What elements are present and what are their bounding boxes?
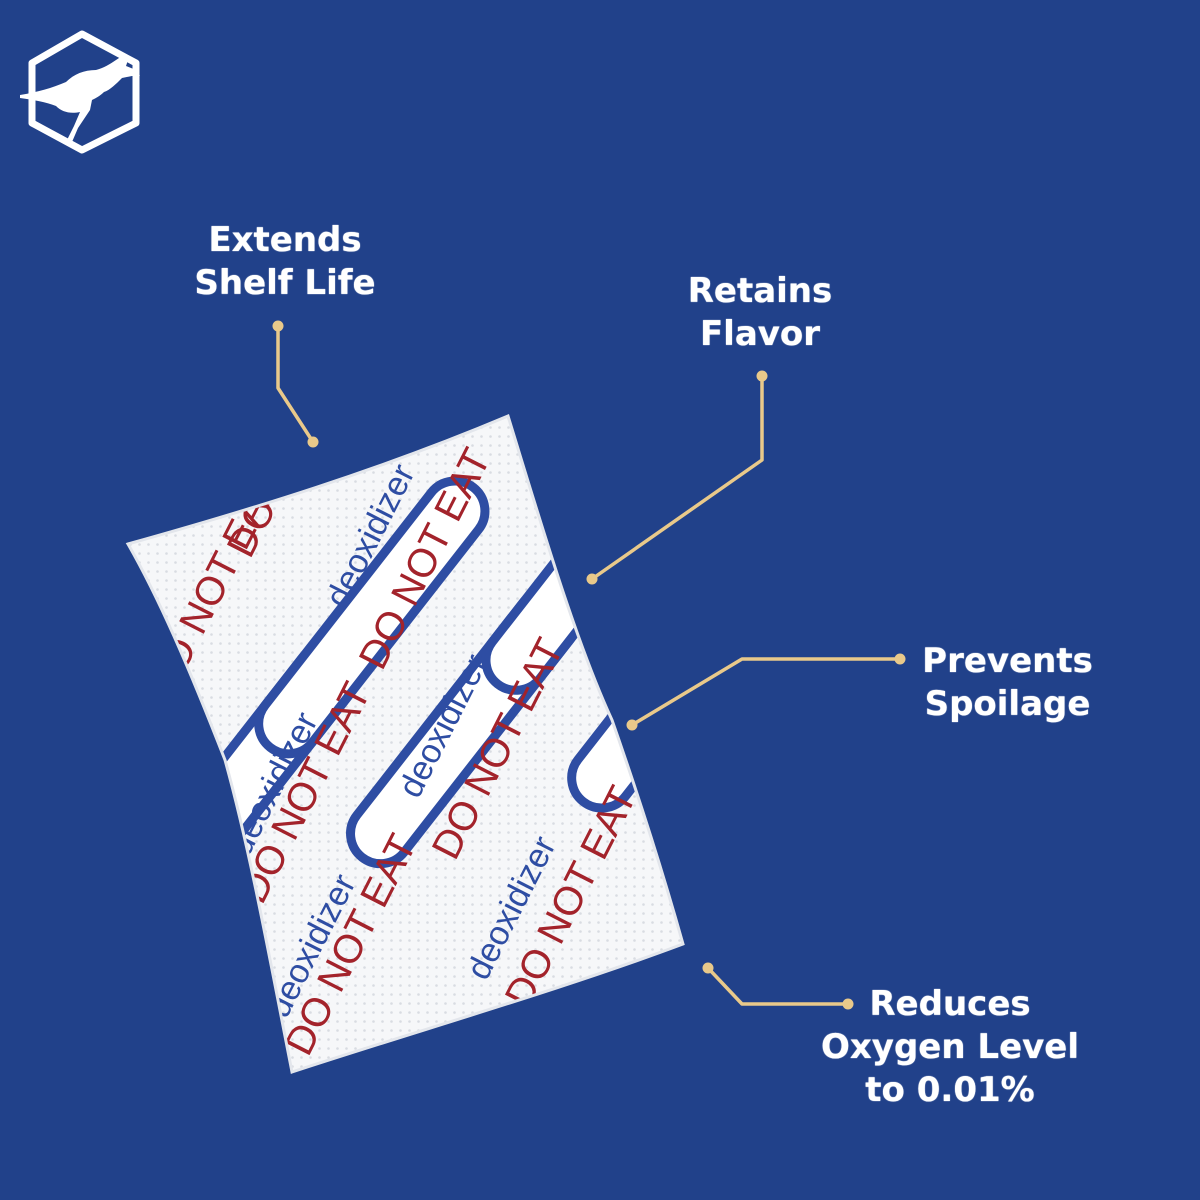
callout-line: Shelf Life	[194, 263, 376, 303]
connector-dot	[842, 998, 854, 1010]
kangaroo-hexagon-icon	[20, 30, 140, 154]
callout-line: to 0.01%	[865, 1070, 1035, 1110]
callout-retains-flavor: Retains Flavor	[650, 270, 870, 356]
connector-dot	[307, 436, 319, 448]
connector-reduces	[706, 966, 850, 1006]
callout-line: Prevents	[922, 641, 1093, 681]
callout-line: Reduces	[869, 984, 1031, 1024]
callout-line: Spoilage	[924, 684, 1091, 724]
callout-prevents-spoilage: Prevents Spoilage	[895, 640, 1120, 726]
connector-dot	[586, 573, 598, 585]
callout-line: Flavor	[699, 314, 821, 354]
callout-line: Retains	[687, 271, 833, 311]
brand-logo	[18, 30, 146, 154]
connector-dot	[272, 320, 284, 332]
connector-dot	[756, 370, 768, 382]
callout-line: Oxygen Level	[820, 1027, 1080, 1067]
callout-reduces-oxygen: Reduces Oxygen Level to 0.01%	[805, 983, 1095, 1112]
connector-prevents	[630, 657, 902, 727]
callout-line: Extends	[208, 220, 362, 260]
connector-dot	[702, 962, 714, 974]
connector-retains	[590, 374, 764, 581]
connector-dot	[894, 653, 906, 665]
callout-extends-shelf-life: Extends Shelf Life	[175, 219, 395, 305]
connector-extends	[276, 324, 315, 444]
connector-dot	[626, 719, 638, 731]
